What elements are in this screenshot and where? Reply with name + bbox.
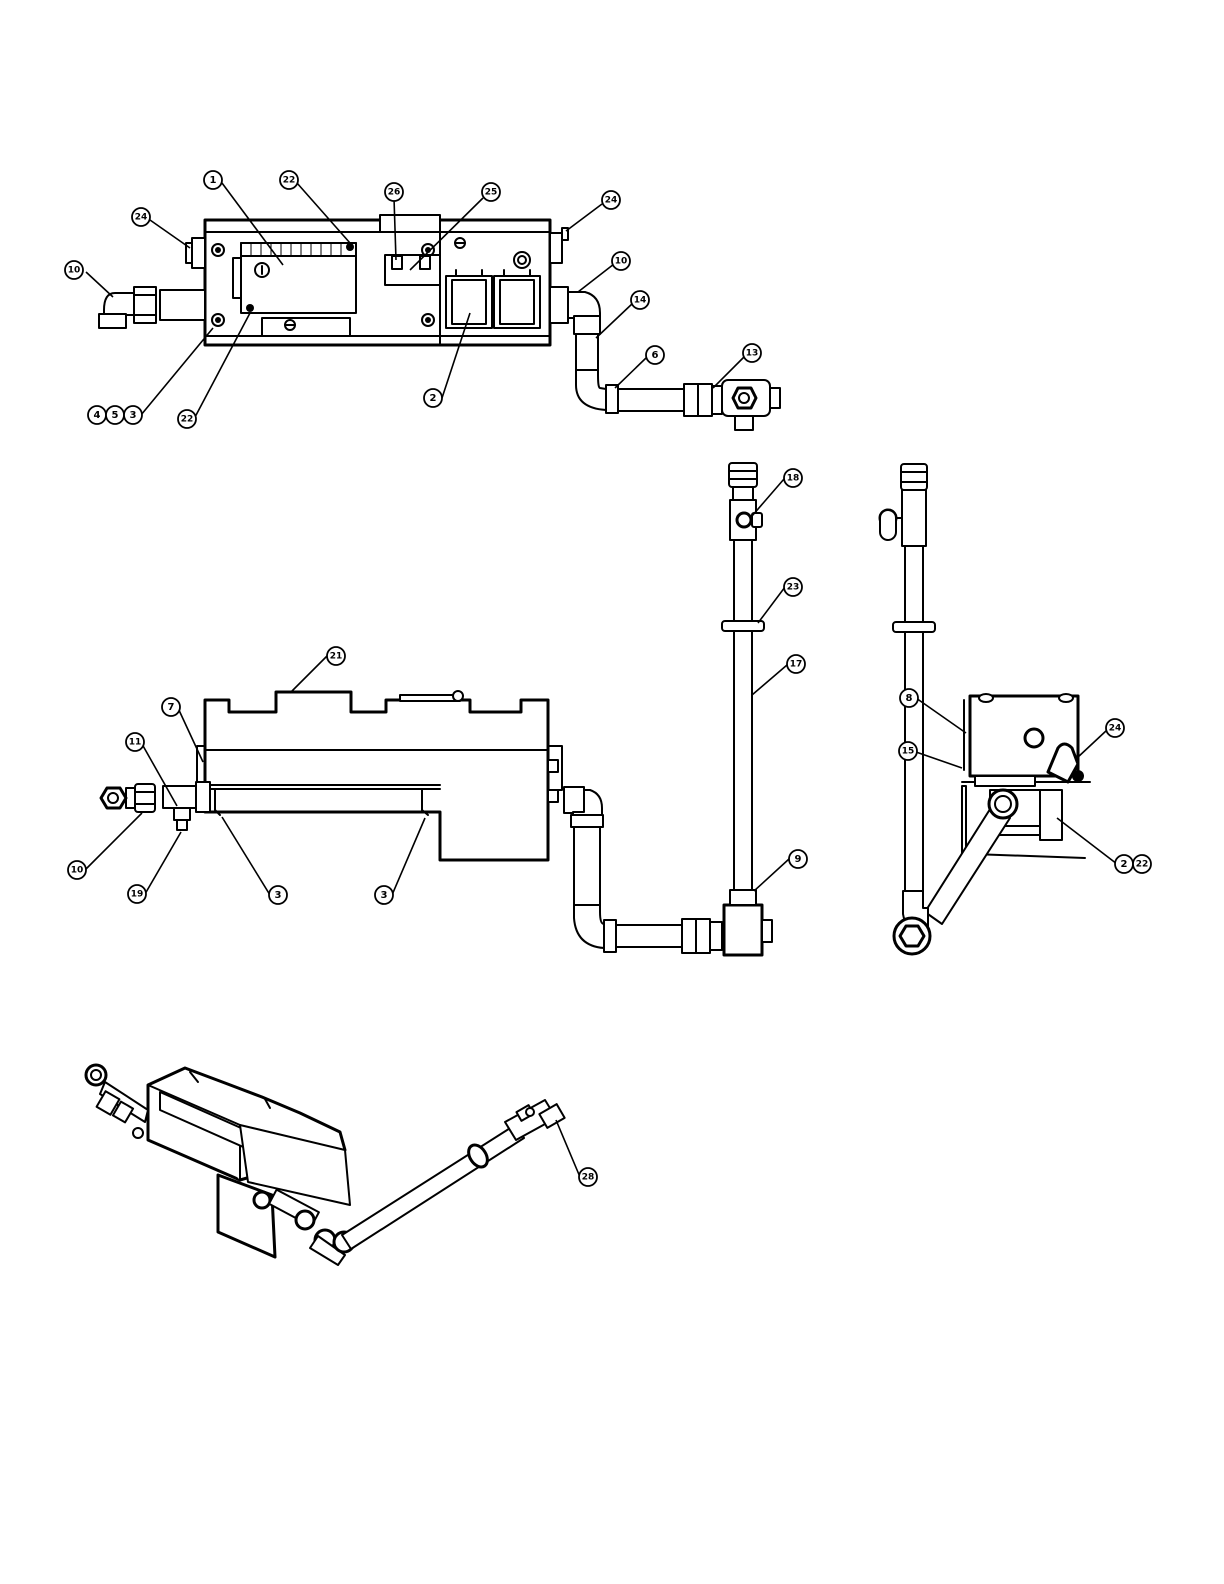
callout-5: 5 xyxy=(106,406,124,424)
callout-6: 6 xyxy=(646,346,664,364)
callout-13: 13 xyxy=(743,344,761,362)
callout-10: 10 xyxy=(612,252,630,270)
callout-label: 24 xyxy=(135,213,148,223)
callout-7: 7 xyxy=(162,698,180,716)
callout-25: 25 xyxy=(482,183,500,201)
callout-2: 2 xyxy=(1115,855,1133,873)
callout-label: 17 xyxy=(790,660,803,670)
callout-label: 22 xyxy=(1136,860,1149,870)
isometric-view-assembly xyxy=(86,1065,565,1265)
callout-label: 10 xyxy=(615,257,628,267)
callout-label: 13 xyxy=(746,349,759,359)
front-view-assembly xyxy=(101,463,772,955)
callout-label: 26 xyxy=(388,188,401,198)
callout-label: 19 xyxy=(131,890,144,900)
callout-label: 10 xyxy=(68,266,81,276)
callout-label: 7 xyxy=(168,702,175,713)
callout-3: 3 xyxy=(269,886,287,904)
callout-label: 23 xyxy=(787,583,800,593)
callout-label: 2 xyxy=(430,393,437,404)
callout-26: 26 xyxy=(385,183,403,201)
callout-label: 22 xyxy=(283,176,296,186)
callout-label: 4 xyxy=(94,410,101,421)
callout-label: 18 xyxy=(787,474,800,484)
callout-24: 24 xyxy=(602,191,620,209)
callout-1: 1 xyxy=(204,171,222,189)
callout-label: 15 xyxy=(902,747,915,757)
side-view-assembly xyxy=(880,464,1090,954)
callout-18: 18 xyxy=(784,469,802,487)
callout-label: 10 xyxy=(71,866,84,876)
callout-label: 6 xyxy=(652,350,659,361)
callout-label: 25 xyxy=(485,188,498,198)
callout-label: 24 xyxy=(1109,724,1122,734)
callout-label: 14 xyxy=(634,296,647,306)
callout-label: 22 xyxy=(181,415,194,425)
callout-28: 28 xyxy=(579,1168,597,1186)
ignition-module xyxy=(241,243,356,313)
callout-label: 1 xyxy=(210,175,217,186)
callout-3: 3 xyxy=(124,406,142,424)
callout-label: 8 xyxy=(906,693,913,704)
callout-4: 4 xyxy=(88,406,106,424)
callout-label: 2 xyxy=(1121,859,1128,870)
callout-17: 17 xyxy=(787,655,805,673)
callout-3: 3 xyxy=(375,886,393,904)
callout-22: 22 xyxy=(280,171,298,189)
callout-label: 5 xyxy=(112,410,119,421)
callout-24: 24 xyxy=(132,208,150,226)
callout-11: 11 xyxy=(126,733,144,751)
callout-22: 22 xyxy=(1133,855,1151,873)
burner-cover xyxy=(205,692,548,860)
callout-2: 2 xyxy=(424,389,442,407)
callout-19: 19 xyxy=(128,885,146,903)
callout-label: 9 xyxy=(795,854,802,865)
callout-21: 21 xyxy=(327,647,345,665)
callout-24: 24 xyxy=(1106,719,1124,737)
callout-label: 21 xyxy=(330,652,343,662)
callout-label: 3 xyxy=(381,890,388,901)
callout-22: 22 xyxy=(178,410,196,428)
callout-label: 28 xyxy=(582,1173,595,1183)
callout-10: 10 xyxy=(65,261,83,279)
callout-label: 3 xyxy=(130,410,137,421)
callout-15: 15 xyxy=(899,742,917,760)
callout-10: 10 xyxy=(68,861,86,879)
callout-label: 3 xyxy=(275,890,282,901)
callout-23: 23 xyxy=(784,578,802,596)
callout-label: 24 xyxy=(605,196,618,206)
callout-14: 14 xyxy=(631,291,649,309)
callout-9: 9 xyxy=(789,850,807,868)
callout-label: 11 xyxy=(129,738,142,748)
callout-8: 8 xyxy=(900,689,918,707)
